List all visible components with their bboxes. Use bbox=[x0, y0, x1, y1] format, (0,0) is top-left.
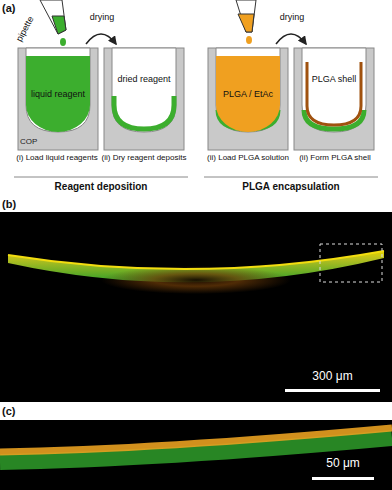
panel-letter: (a) bbox=[2, 2, 26, 15]
part-name: pipette bbox=[14, 3, 42, 43]
step-caption: (ii) Form PLGA shell bbox=[288, 153, 382, 162]
scale-label: 300 μm bbox=[285, 370, 380, 384]
drying-arrow bbox=[276, 34, 306, 44]
group-title: PLGA encapsulation bbox=[204, 181, 378, 193]
step-caption: (ii) Dry reagent deposits bbox=[96, 153, 192, 162]
plga-layer bbox=[0, 428, 392, 452]
scale-label: 50 μm bbox=[305, 457, 381, 471]
plga-solution: PLGA / EtAc bbox=[216, 56, 280, 132]
dark-center bbox=[101, 266, 291, 294]
panel-letter: (c) bbox=[2, 405, 26, 418]
pipette bbox=[40, 0, 66, 46]
part-name: COP bbox=[20, 137, 50, 146]
scale-bar bbox=[285, 389, 380, 392]
divider bbox=[204, 177, 378, 178]
zoom-box bbox=[320, 244, 382, 282]
step-label: drying bbox=[72, 12, 132, 22]
well bbox=[294, 48, 374, 150]
well bbox=[104, 48, 184, 150]
step-caption: (i) Load liquid reagents bbox=[8, 153, 106, 162]
drying-arrow bbox=[86, 34, 116, 44]
scale-bar bbox=[312, 477, 374, 480]
node-text: PLGA / EtAc bbox=[223, 89, 273, 99]
panel-letter: (b) bbox=[2, 198, 26, 211]
liquid-reagent: liquid reagent bbox=[26, 56, 90, 132]
well bbox=[208, 48, 288, 150]
micrograph bbox=[0, 212, 392, 402]
well bbox=[18, 48, 98, 150]
shell-edge bbox=[8, 251, 384, 269]
micrograph bbox=[0, 420, 392, 490]
part-name: dried reagent bbox=[114, 74, 174, 84]
part-name: PLGA shell bbox=[304, 74, 364, 84]
step-label: drying bbox=[262, 12, 322, 22]
node-text: liquid reagent bbox=[31, 89, 85, 99]
step-caption: (ii) Load PLGA solution bbox=[198, 153, 298, 162]
divider bbox=[14, 177, 188, 178]
pipette bbox=[236, 0, 256, 44]
group-title: Reagent deposition bbox=[14, 181, 188, 193]
